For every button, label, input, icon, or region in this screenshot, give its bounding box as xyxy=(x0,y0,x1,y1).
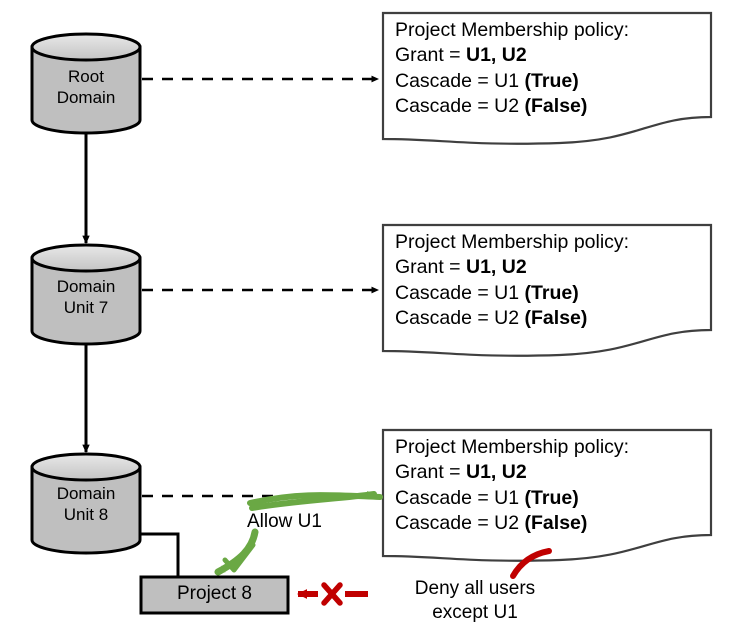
deny-annotation-line-1: Deny all users xyxy=(414,578,536,599)
deny-annotation-label: Deny all users except U1 xyxy=(380,577,570,625)
policy-cascade-u1-label: Cascade = U1 xyxy=(395,69,525,92)
policy-cascade-u1-label: Cascade = U1 xyxy=(395,486,525,509)
policy-line-cascade-u2: Cascade = U2 (False) xyxy=(395,94,629,119)
policy-cascade-u2-label: Cascade = U2 xyxy=(395,307,525,330)
node-domain-unit-8[interactable] xyxy=(30,452,142,555)
policy-dashed-links xyxy=(142,75,380,500)
policy-cascade-u1-value: (True) xyxy=(524,486,579,509)
policy-cascade-u2-label: Cascade = U2 xyxy=(395,95,525,118)
policy-note-root-text: Project Membership policy: Grant = U1, U… xyxy=(395,18,629,119)
connector-unit8-to-project8 xyxy=(140,532,180,578)
policy-heading: Project Membership policy: xyxy=(395,231,630,253)
policy-heading: Project Membership policy: xyxy=(395,19,630,41)
policy-grant-value: U1, U2 xyxy=(466,461,527,484)
deny-arrow-icon xyxy=(297,582,368,606)
policy-cascade-u1-value: (True) xyxy=(524,69,579,92)
allow-annotation-label: Allow U1 xyxy=(247,511,322,532)
policy-cascade-u1-value: (True) xyxy=(524,281,579,304)
policy-grant-label: Grant = xyxy=(395,461,466,484)
check-icon xyxy=(222,542,256,573)
policy-note-unit7-shape xyxy=(381,223,713,357)
policy-note-root-shape xyxy=(381,11,713,145)
policy-grant-value: U1, U2 xyxy=(466,44,527,67)
policy-line-cascade-u2: Cascade = U2 (False) xyxy=(395,511,629,536)
policy-line-grant: Grant = U1, U2 xyxy=(395,43,629,68)
policy-grant-label: Grant = xyxy=(395,256,466,279)
deny-arc-icon xyxy=(510,548,552,579)
deny-annotation-line-2: except U1 xyxy=(432,601,518,623)
node-domain-unit-7[interactable] xyxy=(30,243,142,346)
cross-icon xyxy=(321,582,343,606)
policy-grant-label: Grant = xyxy=(395,44,466,67)
policy-line-cascade-u2: Cascade = U2 (False) xyxy=(395,306,629,331)
policy-line-grant: Grant = U1, U2 xyxy=(395,460,629,485)
policy-cascade-u2-label: Cascade = U2 xyxy=(395,512,525,535)
policy-note-unit8-shape xyxy=(381,428,713,562)
policy-cascade-u2-value: (False) xyxy=(524,95,588,118)
policy-line-grant: Grant = U1, U2 xyxy=(395,255,629,280)
policy-cascade-u2-value: (False) xyxy=(524,307,588,330)
policy-heading: Project Membership policy: xyxy=(395,436,630,458)
project-8-box[interactable] xyxy=(139,575,290,615)
policy-line-cascade-u1: Cascade = U1 (True) xyxy=(395,69,629,94)
policy-cascade-u1-label: Cascade = U1 xyxy=(395,281,525,304)
node-root-domain[interactable] xyxy=(30,32,142,135)
policy-grant-value: U1, U2 xyxy=(466,256,527,279)
allow-arrow-head-to-note xyxy=(249,491,377,511)
policy-note-unit7-text: Project Membership policy: Grant = U1, U… xyxy=(395,230,629,331)
policy-note-unit8-text: Project Membership policy: Grant = U1, U… xyxy=(395,435,629,536)
policy-cascade-u2-value: (False) xyxy=(524,512,588,535)
policy-line-cascade-u1: Cascade = U1 (True) xyxy=(395,281,629,306)
policy-line-cascade-u1: Cascade = U1 (True) xyxy=(395,486,629,511)
